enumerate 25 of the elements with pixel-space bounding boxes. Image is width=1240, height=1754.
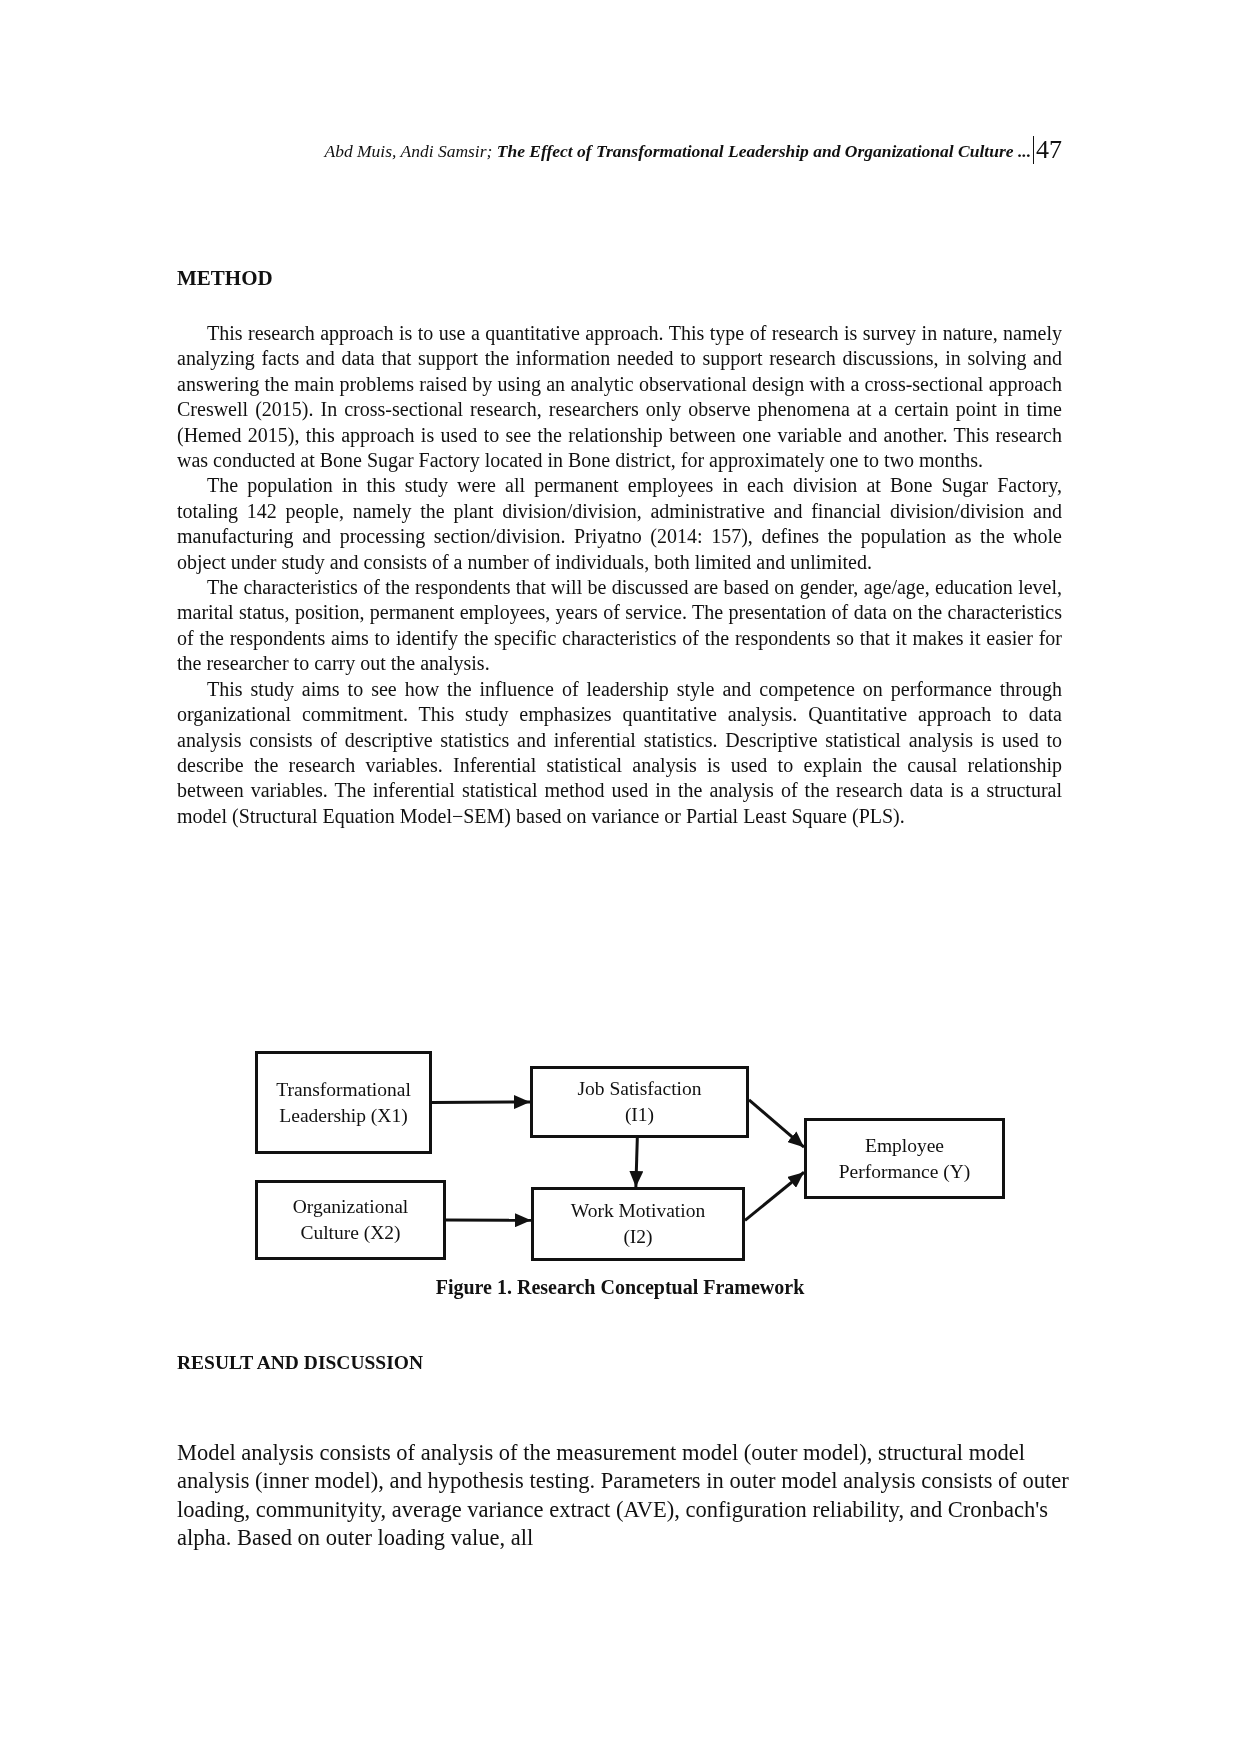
arrow [744,1171,805,1222]
variable-label: Organizational Culture (X2) [291,1195,410,1245]
variable-label: Employee Performance (Y) [837,1133,972,1184]
body-paragraph: This research approach is to use a quantitative approach. This type of research is survey in nature, namely analyzing facts and data that support the information needed to support research discussions, in solving and answering the main problems raised by using an analytic observational design with a cross-sectional approach Creswell (2015). In cross-sectional research, researchers only observe phenomena at a certain point in time (Hemed 2015), this approach is used to see the relationship between one variable and another. This research was conducted at Bone Sugar Factory located in Bone district, for approximately one to two months. [177,321,1062,474]
section-heading: METHOD [177,266,273,291]
running-header: Abd Muis, Andi Samsir; The Effect of Transformational Leadership and Organizational Culture ... [324,140,1031,163]
variable-label: Work Motivation (I2) [569,1199,707,1249]
variable-box [255,1180,446,1260]
body-paragraph: The characteristics of the respondents that will be discussed are based on gender, age/age, education level, marital status, position, permanent employees, years of service. The presentation of data on the characteristics of the respondents aims to identify the specific characteristics of the respondents so that it makes it easier for the researcher to carry out the analysis. [177,575,1062,677]
figure-caption: Figure 1. Research Conceptual Framework [434,1275,806,1300]
arrow [748,1098,805,1149]
arrow [629,1137,644,1188]
variable-box [531,1187,745,1261]
variable-box [530,1066,749,1138]
variable-label: Job Satisfaction (I1) [576,1077,703,1127]
page-number: 47 [1033,136,1062,164]
body-paragraph: This study aims to see how the influence of leadership style and competence on performance through organizational commitment. This study emphasizes quantitative analysis. Quantitative approach to data analysis consists of descriptive statistics and inferential statistics. Descriptive statistical analysis is used to describe the research variables. Inferential statistical analysis is used to explain the causal relationship between variables. The inferential statistical method used in the analysis of the research data is a structural model (Structural Equation Model−SEM) based on variance or Partial Least Square (PLS). [177,676,1062,830]
arrow [432,1095,530,1110]
variable-box [804,1118,1005,1199]
body-paragraph: The population in this study were all permanent employees in each division at Bone Sugar Factory, totaling 142 people, namely the plant division/division, administrative and financial division/division and manufacturing and processing section/division. Priyatno (2014: 157), defines the population as the whole object under study and consists of a number of individuals, both limited and unlimited. [177,473,1062,576]
variable-label: Transformational Leadership (X1) [275,1077,412,1128]
variable-box [255,1051,432,1154]
section-heading: RESULT AND DISCUSSION [177,1352,424,1374]
arrow [446,1213,531,1228]
body-paragraph: Model analysis consists of analysis of the measurement model (outer model), structural model analysis (inner model), and hypothesis testing. Parameters in outer model analysis consists of outer loading, communityity, average variance extract (AVE), configuration reliability, and Cronbach's alpha. Based on outer loading value, all [177,1439,1070,1552]
